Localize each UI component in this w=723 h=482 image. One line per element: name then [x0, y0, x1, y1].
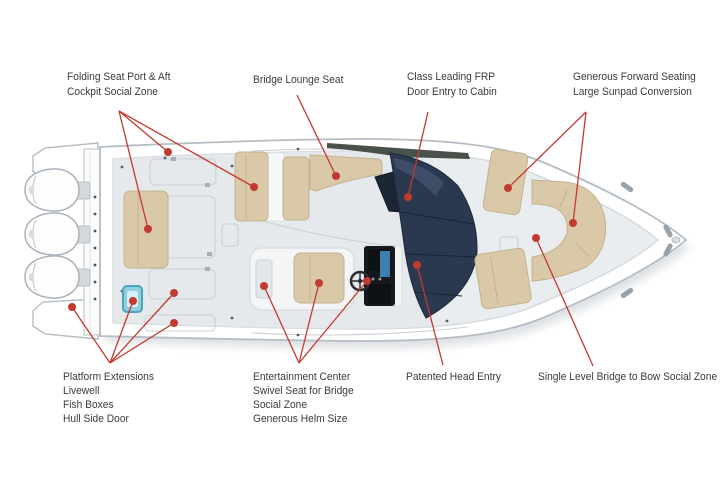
helm-module [249, 247, 355, 311]
callout-bridge-lounge-seat: Bridge Lounge Seat [253, 73, 343, 88]
helm-display [380, 251, 390, 277]
callout-helm-features: Entertainment Center Swivel Seat for Bri… [253, 370, 354, 426]
callout-text: Large Sunpad Conversion [573, 86, 692, 98]
callout-cabin-door: Class Leading FRP Door Entry to Cabin [407, 70, 497, 100]
callout-text: Social Zone [253, 399, 308, 411]
callout-text: Entertainment Center [253, 371, 351, 383]
callout-bridge-to-bow: Single Level Bridge to Bow Social Zone [538, 370, 717, 384]
callout-text: Swivel Seat for Bridge [253, 385, 354, 397]
callout-text: Platform Extensions [63, 371, 154, 383]
bow-cleats [620, 181, 673, 299]
entertainment-center [255, 259, 273, 299]
swivel-seat [293, 252, 345, 304]
callout-text: Hull Side Door [63, 413, 129, 425]
callout-text: Cockpit Social Zone [67, 86, 158, 98]
callout-text: Generous Forward Seating [573, 71, 696, 83]
callout-text: Door Entry to Cabin [407, 86, 497, 98]
callout-text: Class Leading FRP [407, 71, 496, 83]
callout-text: Fish Boxes [63, 399, 114, 411]
callout-dots [68, 148, 577, 327]
callout-text: Patented Head Entry [406, 371, 501, 383]
bridge-lounge-seat [234, 151, 383, 222]
callout-text: Livewell [63, 385, 100, 397]
callout-text: Bridge Lounge Seat [253, 74, 344, 86]
bow-seating [474, 148, 607, 310]
callout-text: Generous Helm Size [253, 413, 348, 425]
platform-extensions [32, 142, 99, 340]
callout-head-entry: Patented Head Entry [406, 370, 501, 384]
windshield-top-edge [327, 143, 470, 159]
callout-text: Folding Seat Port & Aft [67, 71, 171, 83]
forward-seat-back [482, 148, 529, 216]
outboard-engines [24, 168, 80, 299]
callout-platform-features: Platform Extensions Livewell Fish Boxes … [63, 370, 154, 426]
windshield [389, 152, 478, 319]
leader-lines [71, 94, 594, 367]
callout-forward-seating: Generous Forward Seating Large Sunpad Co… [573, 70, 696, 100]
callout-text: Single Level Bridge to Bow Social Zone [538, 371, 718, 383]
callout-folding-seat: Folding Seat Port & Aft Cockpit Social Z… [67, 70, 171, 100]
hull-side-door [144, 314, 216, 332]
